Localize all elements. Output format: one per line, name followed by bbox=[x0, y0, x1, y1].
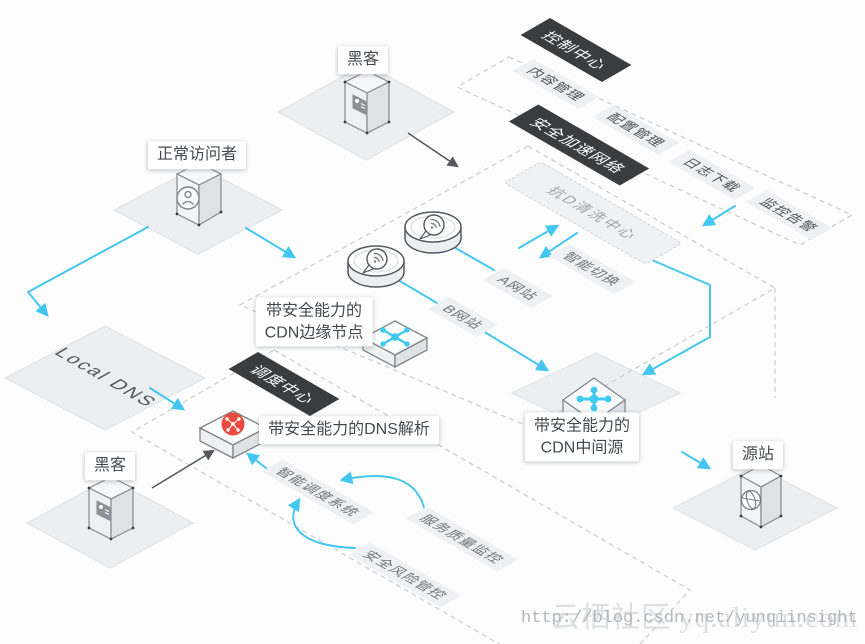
cdn-mid-label-line1: 带安全能力的 bbox=[533, 417, 631, 435]
arrow-cdnmid-to-origin bbox=[681, 451, 712, 470]
cdn-edge-label-line2: CDN边缘节点 bbox=[264, 324, 364, 341]
watermark-community: 云栖社区 yq.aliyun.com bbox=[551, 602, 859, 634]
line-sitea-link bbox=[451, 245, 495, 271]
visitor-label: 正常访问者 bbox=[147, 141, 247, 169]
cdn-mid-label-line2: CDN中间源 bbox=[540, 439, 624, 456]
platform-local-dns bbox=[3, 325, 207, 431]
arrow-sitea-to-antiddos bbox=[518, 224, 560, 249]
origin-label: 源站 bbox=[732, 441, 784, 469]
watermark-url: http://blog.csdn.net/yunqiinsight bbox=[521, 609, 858, 628]
arrow-siteb-to-cdnmid bbox=[477, 327, 550, 372]
cdn-edge-label-line1: 带安全能力的 bbox=[265, 302, 363, 320]
dns-resolve-label: 带安全能力的DNS解析 bbox=[259, 416, 439, 444]
arrow-visitor-to-edge-region bbox=[245, 227, 297, 259]
website-a-disk-icon bbox=[404, 211, 462, 254]
arrow-hackertop-to-network bbox=[407, 132, 459, 168]
hacker-bottom-icon bbox=[86, 476, 135, 542]
attack-links bbox=[151, 132, 459, 489]
dns-resolver-icon bbox=[198, 410, 268, 460]
arrow-hackerbottom-to-dns bbox=[151, 449, 215, 489]
hacker-top-icon bbox=[343, 70, 391, 135]
flow-links bbox=[27, 205, 736, 549]
hacker-bottom-label: 黑客 bbox=[84, 452, 136, 480]
arrow-localdns-to-dns bbox=[149, 387, 186, 411]
line-siteb-link bbox=[397, 279, 438, 304]
arrow-visitor-to-localdns bbox=[27, 226, 149, 318]
hacker-top-label: 黑客 bbox=[337, 46, 389, 74]
cdn-mid-label: 带安全能力的 CDN中间源 bbox=[524, 412, 640, 462]
arrow-band-to-network bbox=[701, 205, 736, 227]
arrow-antiddos-to-sitea bbox=[538, 232, 578, 259]
arrow-antiddos-to-cdnmid bbox=[641, 256, 711, 376]
origin-server-icon bbox=[739, 464, 783, 529]
website-b-disk-icon bbox=[347, 245, 405, 288]
arrow-risk-to-dispatch bbox=[287, 497, 356, 549]
cdn-edge-node-icon bbox=[361, 320, 429, 369]
region-secure-network bbox=[238, 145, 777, 429]
arrow-qos-to-dispatch bbox=[339, 471, 426, 513]
cdn-edge-label: 带安全能力的 CDN边缘节点 bbox=[255, 297, 373, 347]
